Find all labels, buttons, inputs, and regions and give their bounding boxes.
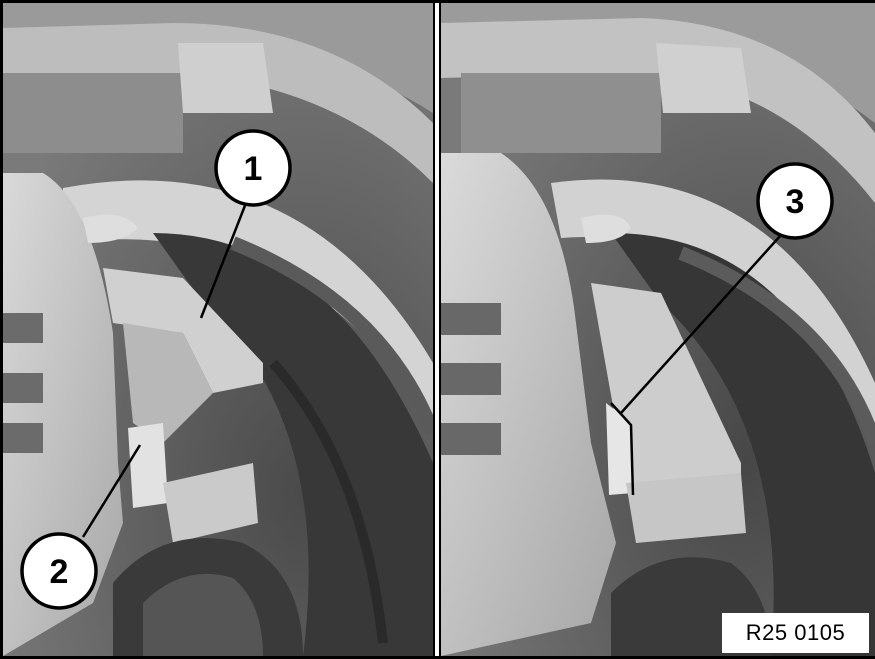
left-photo-illustration: 1 2 xyxy=(3,3,433,656)
callout-2: 2 xyxy=(20,532,98,610)
callout-2-number: 2 xyxy=(50,553,69,591)
callout-leader-3 xyxy=(620,234,782,414)
left-photo-panel: 1 2 xyxy=(3,3,433,656)
panel-divider xyxy=(433,3,441,656)
callout-leader-2 xyxy=(81,444,142,538)
callout-1: 1 xyxy=(214,129,292,207)
callout-3: 3 xyxy=(756,162,834,240)
callout-3-number: 3 xyxy=(786,183,805,221)
callout-1-number: 1 xyxy=(244,150,263,188)
right-photo-panel: 3 xyxy=(441,3,875,656)
right-photo-illustration: 3 xyxy=(441,3,875,656)
callout-leader-1 xyxy=(199,202,248,319)
figure-reference-code: R25 0105 xyxy=(722,613,869,653)
